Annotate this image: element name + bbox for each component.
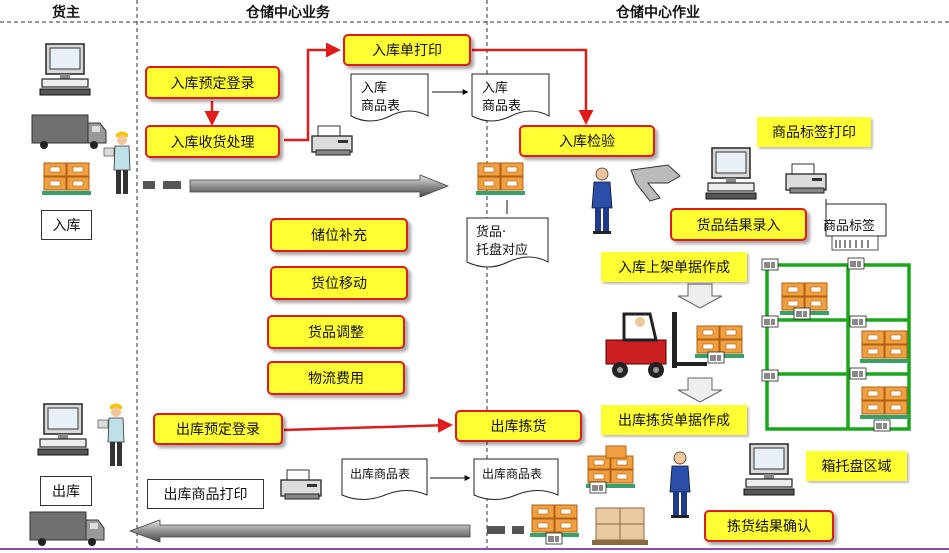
header-center-work: 仓储中心作业 (616, 5, 700, 21)
header-owner: 货主 (52, 5, 80, 21)
box-outbound-picking: 出库拣货 (455, 410, 582, 442)
doc-product-label: 商品标签 (823, 219, 876, 234)
doc-inbound-list-1-line1: 入库 (361, 81, 388, 96)
box-inbound-inspection: 入库检验 (519, 125, 655, 157)
doc-goods-pallet-line1: 货品· (476, 225, 507, 240)
box-slot-move: 货位移动 (270, 266, 408, 300)
box-inbound-booking: 入库预定登录 (145, 66, 280, 99)
label-product-label-print: 商品标签打印 (757, 117, 871, 147)
box-inbound-slip-print: 入库单打印 (343, 34, 471, 66)
box-outbound-print: 出库商品打印 (147, 479, 264, 509)
header-center-ops: 仓储中心业务 (246, 5, 330, 21)
doc-inbound-list-2-line2: 商品表 (482, 99, 522, 114)
owner-inbound-label: 入库 (41, 210, 92, 240)
owner-outbound-label: 出库 (40, 476, 92, 506)
doc-outbound-list-1: 出库商品表 (350, 467, 411, 481)
label-picking-doc: 出库拣货单据作成 (601, 405, 747, 435)
doc-inbound-list-2: 入库 商品表 (482, 80, 521, 116)
doc-inbound-list-2-line1: 入库 (482, 81, 509, 96)
doc-goods-pallet-line2: 托盘对应 (476, 243, 529, 258)
box-goods-adjust: 货品调整 (267, 315, 405, 349)
doc-goods-pallet: 货品· 托盘对应 (476, 224, 528, 260)
box-outbound-booking: 出库预定登录 (153, 413, 283, 445)
box-logistics-fee: 物流费用 (267, 361, 405, 395)
box-picking-result-confirm: 拣货结果确认 (704, 510, 834, 542)
doc-outbound-list-2: 出库商品表 (482, 467, 543, 481)
box-goods-result-input: 货品结果录入 (670, 208, 807, 241)
doc-inbound-list-1-line2: 商品表 (361, 99, 401, 114)
label-pallet-area: 箱托盘区域 (806, 451, 907, 481)
box-slot-replenish: 储位补充 (270, 218, 408, 252)
box-inbound-receiving: 入库收货处理 (145, 125, 280, 158)
label-putaway-doc: 入库上架单据作成 (601, 252, 747, 282)
doc-inbound-list-1: 入库 商品表 (361, 80, 400, 116)
